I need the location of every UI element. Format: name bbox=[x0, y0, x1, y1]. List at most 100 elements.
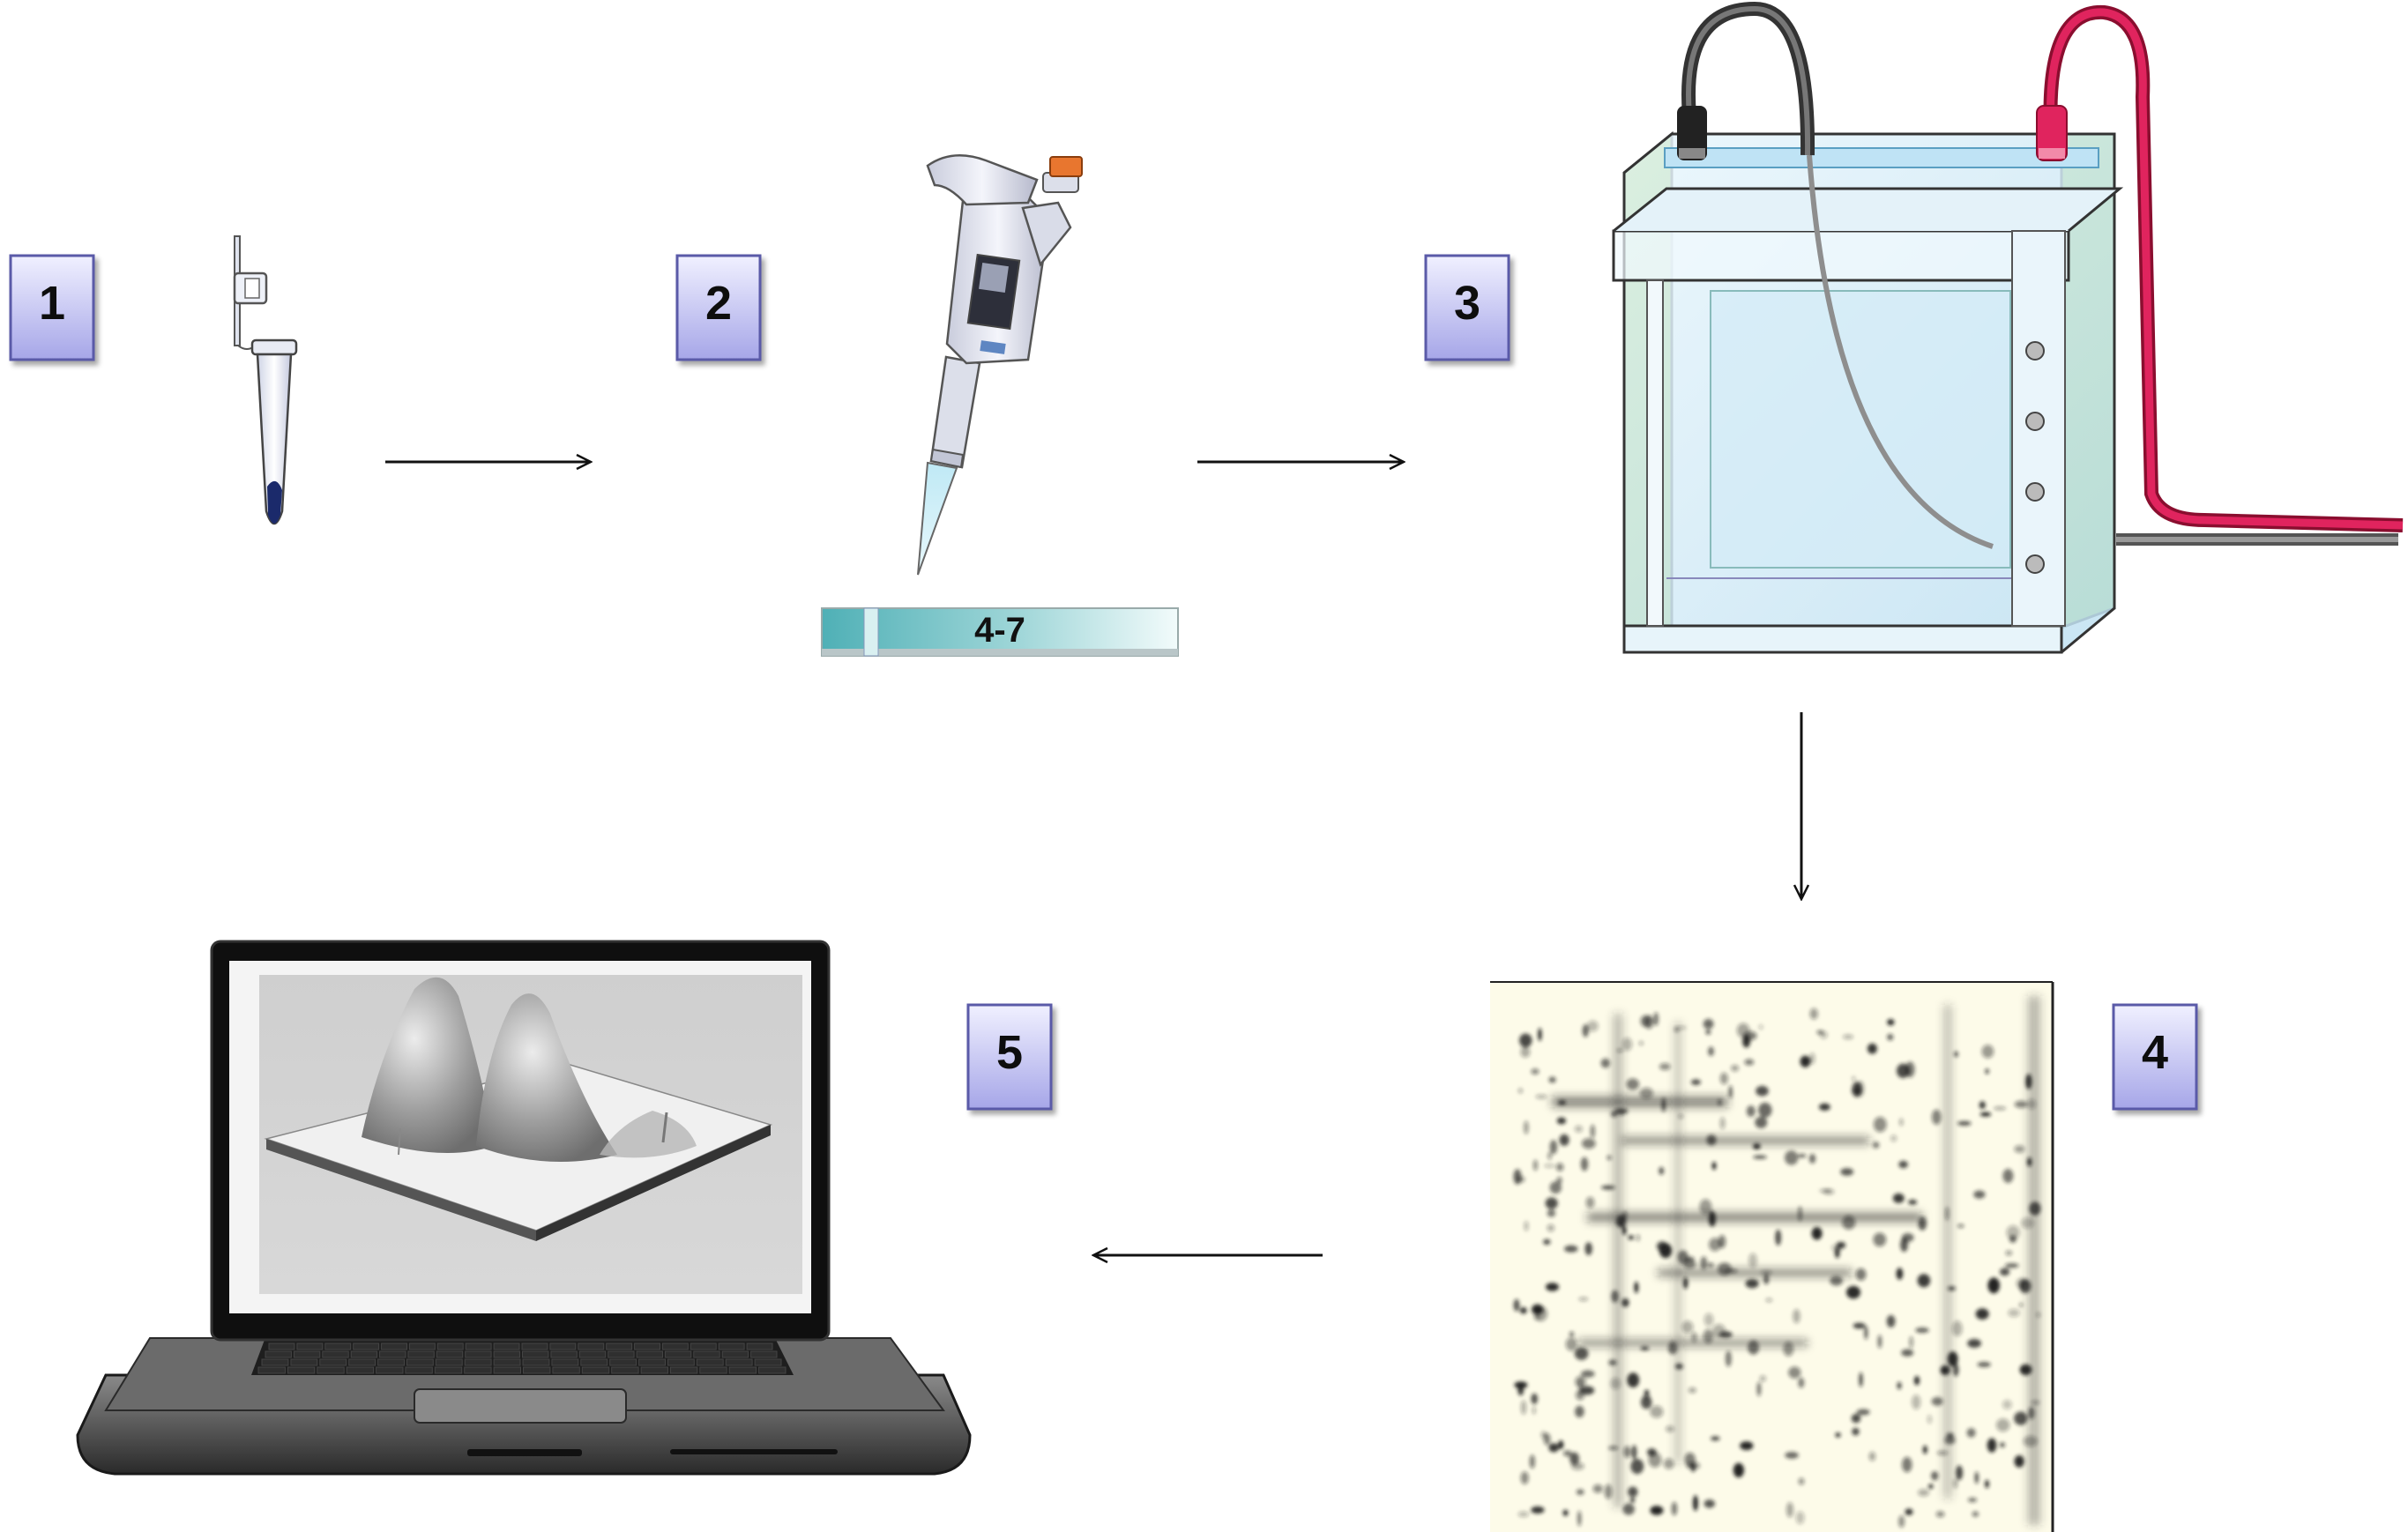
gel-spot bbox=[1640, 1015, 1651, 1027]
gel-spot bbox=[1531, 1068, 1539, 1075]
gel-spot bbox=[1681, 1320, 1694, 1334]
gel-spot bbox=[1897, 1381, 1902, 1390]
gel-spot bbox=[1872, 1142, 1880, 1149]
gel-spot bbox=[1544, 1164, 1555, 1168]
gel-spot bbox=[1513, 1298, 1520, 1312]
gel-spot bbox=[1653, 1012, 1659, 1026]
gel-spot bbox=[1636, 1234, 1640, 1242]
keyboard-key bbox=[718, 1342, 745, 1350]
gel-spot bbox=[1570, 1462, 1584, 1470]
gel-spot bbox=[1648, 1452, 1662, 1468]
keyboard-key bbox=[465, 1350, 492, 1358]
keyboard-key bbox=[434, 1366, 463, 1374]
keyboard-key bbox=[261, 1358, 289, 1366]
keyboard-key bbox=[377, 1358, 406, 1366]
gel-spot bbox=[1887, 1033, 1894, 1041]
sample-tube-icon bbox=[233, 235, 298, 525]
gel-spot bbox=[1951, 1320, 1963, 1336]
pipette-icon bbox=[917, 154, 1083, 576]
gel-spot bbox=[1756, 1085, 1769, 1097]
keyboard-key bbox=[664, 1350, 692, 1358]
gel-spot bbox=[1966, 1428, 1976, 1438]
gel-spot bbox=[1868, 1451, 1876, 1461]
keyboard-key bbox=[578, 1350, 607, 1358]
gel-spot bbox=[1585, 1196, 1595, 1208]
gel-spot bbox=[1887, 1019, 1895, 1026]
gel-spot bbox=[1733, 1462, 1744, 1478]
gel-spot bbox=[1519, 1307, 1527, 1314]
gel-spot bbox=[2018, 1303, 2024, 1307]
gel-spot bbox=[1835, 1432, 1841, 1438]
gel-spot bbox=[1562, 1509, 1569, 1516]
gel-spot bbox=[2006, 1225, 2020, 1240]
keyboard-key bbox=[493, 1350, 520, 1358]
gel-spot bbox=[1755, 1116, 1768, 1128]
gel-spot bbox=[1763, 1274, 1770, 1285]
gel-spot bbox=[1935, 1511, 1945, 1518]
keyboard-key bbox=[699, 1366, 727, 1374]
gel-spot bbox=[1532, 1406, 1536, 1415]
gel-spot bbox=[1797, 1154, 1807, 1158]
gel-spot bbox=[1682, 1277, 1689, 1290]
keyboard-key bbox=[552, 1366, 580, 1374]
gel-spot bbox=[1856, 1409, 1870, 1416]
step-number-5: 5 bbox=[996, 1026, 1023, 1079]
gel-spot bbox=[1785, 1150, 1799, 1165]
gel-spot bbox=[1520, 1046, 1531, 1058]
gel-spot bbox=[1555, 1163, 1564, 1171]
gel-spot bbox=[1538, 1028, 1542, 1042]
gel-spot bbox=[1688, 1387, 1696, 1394]
keyboard-key bbox=[379, 1350, 406, 1358]
keyboard-key bbox=[721, 1350, 749, 1358]
keyboard-key bbox=[693, 1350, 720, 1358]
gel-spot bbox=[1931, 1471, 1939, 1481]
gel-spot bbox=[1584, 1242, 1592, 1255]
gel-spot bbox=[1931, 1396, 1943, 1406]
gel-spot bbox=[1800, 1055, 1811, 1067]
gel-spot bbox=[1699, 1199, 1712, 1216]
gel-spot bbox=[1703, 1499, 1716, 1508]
gel-spot bbox=[1853, 1322, 1866, 1329]
gel-streak bbox=[1675, 1023, 1681, 1463]
gel-spot bbox=[1908, 1199, 1918, 1205]
gel-spot bbox=[1928, 1484, 1934, 1489]
electrophoresis-tank-icon bbox=[1612, 1, 2404, 654]
gel-streak bbox=[2028, 996, 2040, 1525]
gel-spot bbox=[1548, 1076, 1556, 1083]
keyboard-key bbox=[353, 1342, 380, 1350]
gel-spot bbox=[1711, 1436, 1720, 1441]
gel-spot bbox=[1922, 1445, 1927, 1454]
gel-spot bbox=[1745, 1279, 1759, 1289]
keyboard-key bbox=[268, 1342, 295, 1350]
gel-spot bbox=[1578, 1297, 1589, 1302]
keyboard-key bbox=[608, 1350, 635, 1358]
gel-spot bbox=[1517, 1176, 1525, 1183]
gel-spot bbox=[1580, 1386, 1595, 1395]
gel-spot bbox=[1535, 1094, 1547, 1099]
gel-spot bbox=[1972, 1511, 1979, 1517]
step-number-3: 3 bbox=[1454, 277, 1480, 330]
gel-spot bbox=[1556, 1117, 1567, 1125]
gel-spot bbox=[1753, 1155, 1767, 1159]
keyboard-key bbox=[521, 1342, 548, 1350]
gel-spot bbox=[1574, 1125, 1583, 1133]
gel-spot bbox=[1574, 1347, 1589, 1360]
gel-spot bbox=[1823, 1188, 1835, 1195]
gel-spot bbox=[1852, 1427, 1860, 1436]
keyboard-key bbox=[346, 1366, 375, 1374]
gel-spot bbox=[1765, 1298, 1773, 1303]
gel-spot bbox=[1840, 1168, 1854, 1176]
keyboard-key bbox=[436, 1342, 464, 1350]
gel-spot bbox=[1659, 1063, 1671, 1071]
keyboard-key bbox=[408, 1342, 436, 1350]
gel-spot bbox=[1638, 1041, 1644, 1045]
keyboard-key bbox=[580, 1358, 608, 1366]
keyboard-key bbox=[725, 1358, 753, 1366]
gel-spot bbox=[1877, 1335, 1882, 1349]
gel-spot bbox=[1855, 1268, 1867, 1281]
keyboard-key bbox=[728, 1366, 757, 1374]
gel-spot bbox=[1718, 1331, 1733, 1338]
gel-spot bbox=[1985, 1479, 1989, 1489]
gel-spot bbox=[1917, 1274, 1931, 1288]
gel-spot bbox=[1819, 1103, 1830, 1111]
